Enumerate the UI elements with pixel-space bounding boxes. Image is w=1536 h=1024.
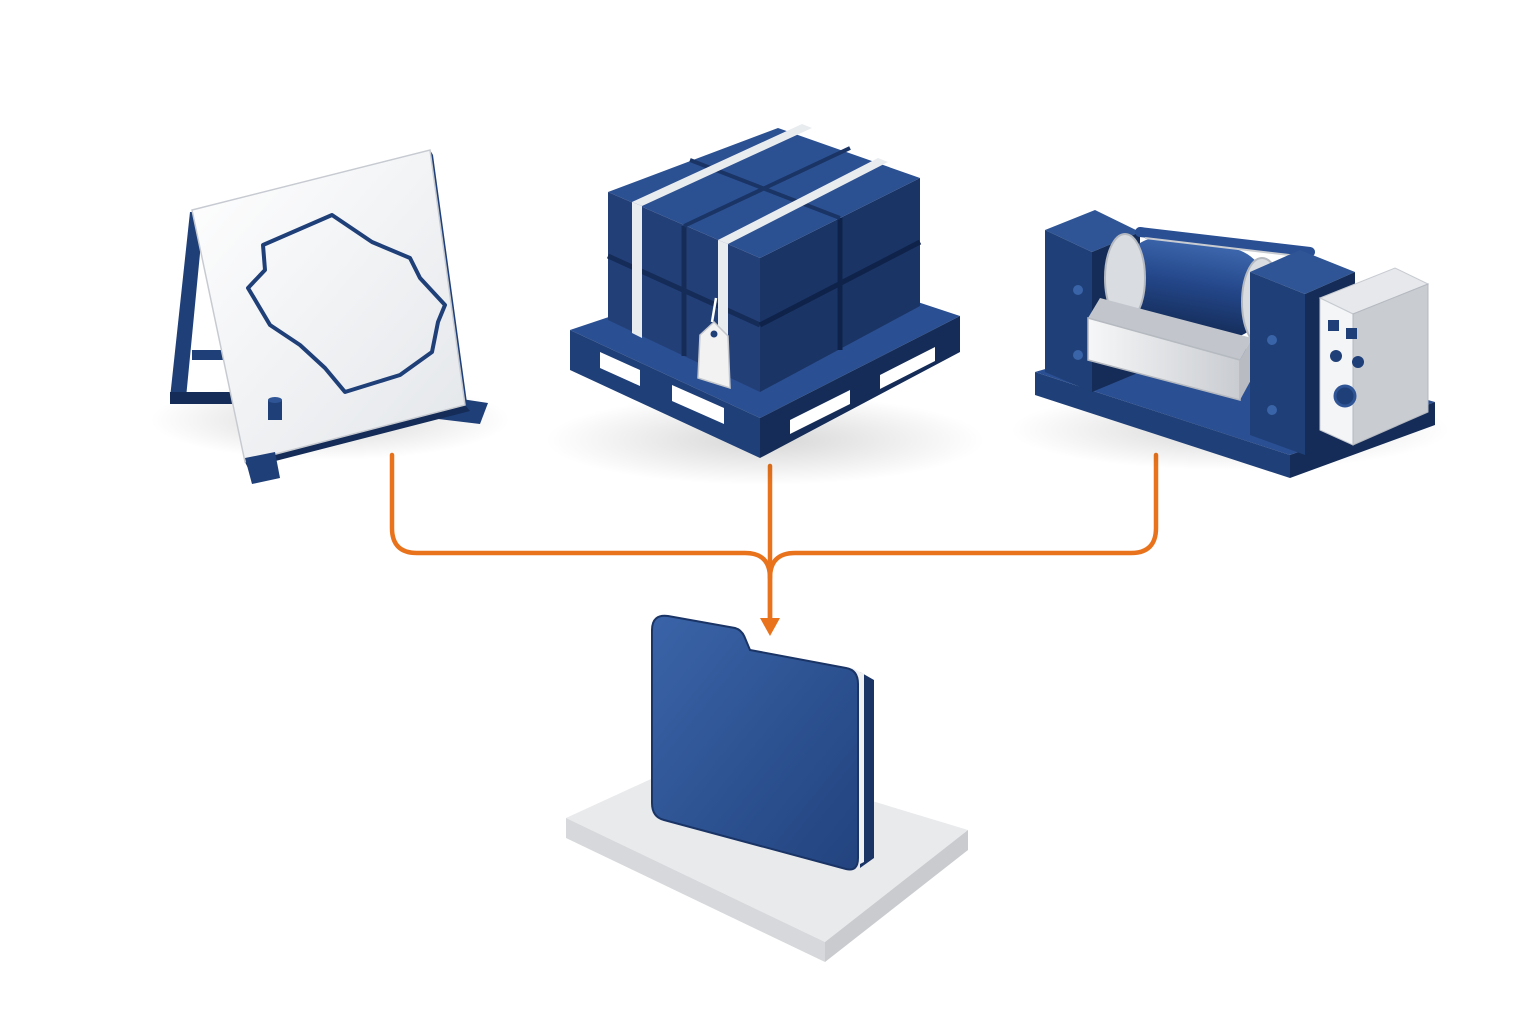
folder-icon (566, 614, 968, 962)
control-button (1346, 328, 1357, 339)
control-knob (1333, 384, 1357, 408)
control-button (1330, 350, 1342, 362)
map-outline (246, 213, 447, 394)
connector-roller-machine (767, 452, 1159, 581)
folder-front (651, 614, 859, 871)
strap (632, 124, 812, 206)
control-panel (1318, 267, 1430, 446)
strap (718, 158, 888, 244)
control-button (1328, 320, 1339, 331)
roller-machine-icon (1010, 210, 1450, 478)
control-button (1352, 356, 1364, 368)
easel-map-icon (150, 149, 510, 484)
arrowhead-icon (760, 618, 780, 636)
platform-side (825, 830, 968, 962)
pallet-bales-icon (545, 124, 985, 485)
strap (632, 202, 642, 338)
tag-icon (697, 297, 731, 390)
connectors (389, 452, 1159, 636)
platform-front (566, 818, 825, 962)
